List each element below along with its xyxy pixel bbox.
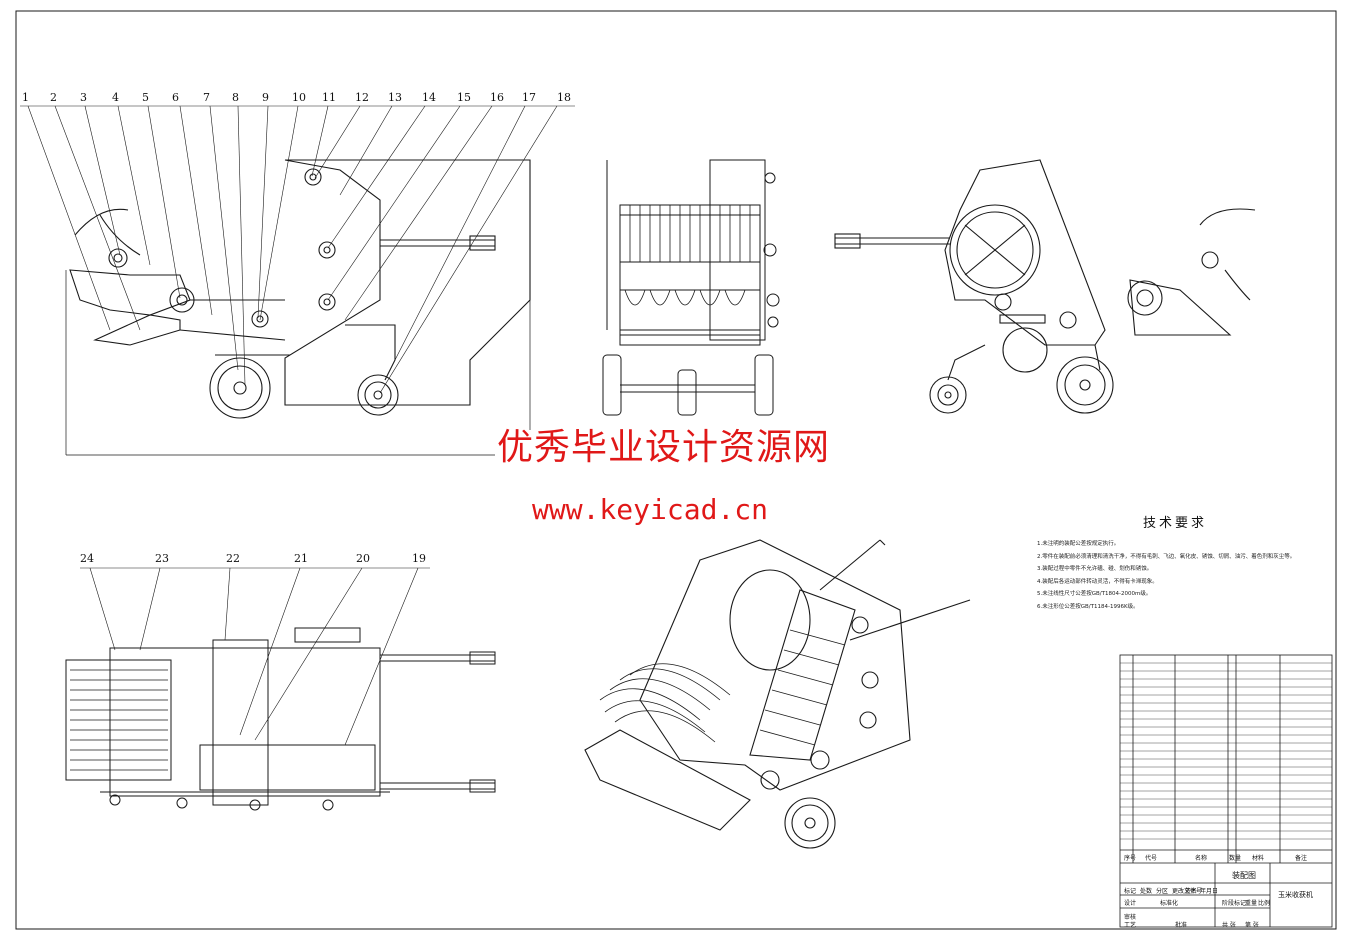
- callout-number: 17: [522, 91, 536, 104]
- tb-label-sign: 签名: [1185, 888, 1198, 895]
- tech-requirements-list: 1.未注明的装配公差按规定执行。 2.零件在装配前必须清理和清洗干净，不得有毛刺…: [1037, 538, 1295, 613]
- callout-number: 19: [412, 552, 426, 565]
- callout-number: 20: [356, 552, 370, 565]
- callout-number: 4: [112, 91, 119, 104]
- callout-number: 7: [203, 91, 210, 104]
- callout-number: 15: [457, 91, 471, 104]
- parts-header-name: 名称: [1195, 855, 1208, 862]
- tb-label-stage: 阶段标记: [1222, 900, 1247, 907]
- tech-requirement-item: 3.装配过程中零件不允许磕、碰、划伤和锈蚀。: [1037, 566, 1153, 572]
- tech-requirement-item: 6.未注形位公差按GB/T1184-1996K级。: [1037, 603, 1139, 610]
- parts-list-rows: [1120, 662, 1332, 840]
- callout-number: 14: [422, 91, 436, 104]
- tb-label-count: 处数: [1140, 888, 1153, 895]
- callout-number: 12: [355, 91, 369, 104]
- watermark-title: 优秀毕业设计资源网: [497, 427, 831, 468]
- parts-header-remark: 备注: [1295, 855, 1308, 862]
- tb-label-sheet-no: 第 张: [1245, 922, 1259, 929]
- callout-number: 24: [80, 552, 94, 565]
- callout-number: 10: [292, 91, 306, 104]
- tb-label-total-sheets: 共 张: [1222, 922, 1236, 929]
- callout-number: 13: [388, 91, 402, 104]
- drawing-title: 装配图: [1232, 871, 1256, 880]
- tb-label-zone: 分区: [1156, 888, 1169, 895]
- tb-label-standard: 标准化: [1160, 900, 1179, 907]
- callout-number: 23: [155, 552, 169, 565]
- callout-number: 3: [80, 91, 87, 104]
- parts-header-no: 序号: [1124, 855, 1137, 862]
- callout-number: 16: [490, 91, 504, 104]
- tb-label-mark: 标记: [1124, 888, 1137, 895]
- tb-label-review: 审核: [1124, 914, 1137, 921]
- outer-border: [15, 10, 1337, 930]
- callout-number: 8: [232, 91, 239, 104]
- front-view: [20, 105, 575, 456]
- callout-number: 21: [294, 552, 308, 565]
- tech-requirement-item: 4.装配后各运动部件转动灵活，不得有卡滞现象。: [1037, 578, 1158, 585]
- side-view: [602, 159, 780, 416]
- callout-number: 1: [22, 91, 29, 104]
- title-block: [1119, 654, 1333, 928]
- tech-requirement-item: 2.零件在装配前必须清理和清洗干净，不得有毛刺、飞边、氧化皮、锈蚀、切屑、油污、…: [1037, 553, 1296, 560]
- callout-number: 5: [142, 91, 149, 104]
- watermark-url: www.keyicad.cn: [532, 493, 769, 526]
- callout-number: 2: [50, 91, 57, 104]
- tech-requirement-item: 5.未注线性尺寸公差按GB/T1804-2000m级。: [1037, 591, 1152, 597]
- tb-label-design: 设计: [1124, 900, 1137, 907]
- callout-number: 22: [226, 552, 240, 565]
- tb-label-change-doc: 更改文件号: [1172, 888, 1203, 895]
- isometric-view: [584, 539, 971, 849]
- tech-requirements-title: 技术要求: [1143, 516, 1208, 531]
- parts-header-qty: 数量: [1229, 855, 1242, 862]
- callout-number: 11: [322, 91, 336, 104]
- tb-label-scale: 比例: [1258, 900, 1271, 907]
- callout-number: 9: [262, 91, 269, 104]
- callout-number: 18: [557, 91, 571, 104]
- callout-number: 6: [172, 91, 179, 104]
- top-view: [65, 567, 496, 811]
- tb-label-date: 年月日: [1200, 888, 1219, 895]
- tb-label-approve: 批准: [1175, 922, 1188, 929]
- parts-header-material: 材料: [1252, 855, 1265, 862]
- parts-header-code: 代号: [1145, 855, 1158, 862]
- tech-requirement-item: 1.未注明的装配公差按规定执行。: [1037, 541, 1120, 547]
- rear-view: [834, 159, 1256, 414]
- tb-label-process: 工艺: [1124, 922, 1137, 929]
- tb-label-weight: 重量: [1245, 900, 1258, 907]
- product-name: 玉米收获机: [1278, 891, 1313, 899]
